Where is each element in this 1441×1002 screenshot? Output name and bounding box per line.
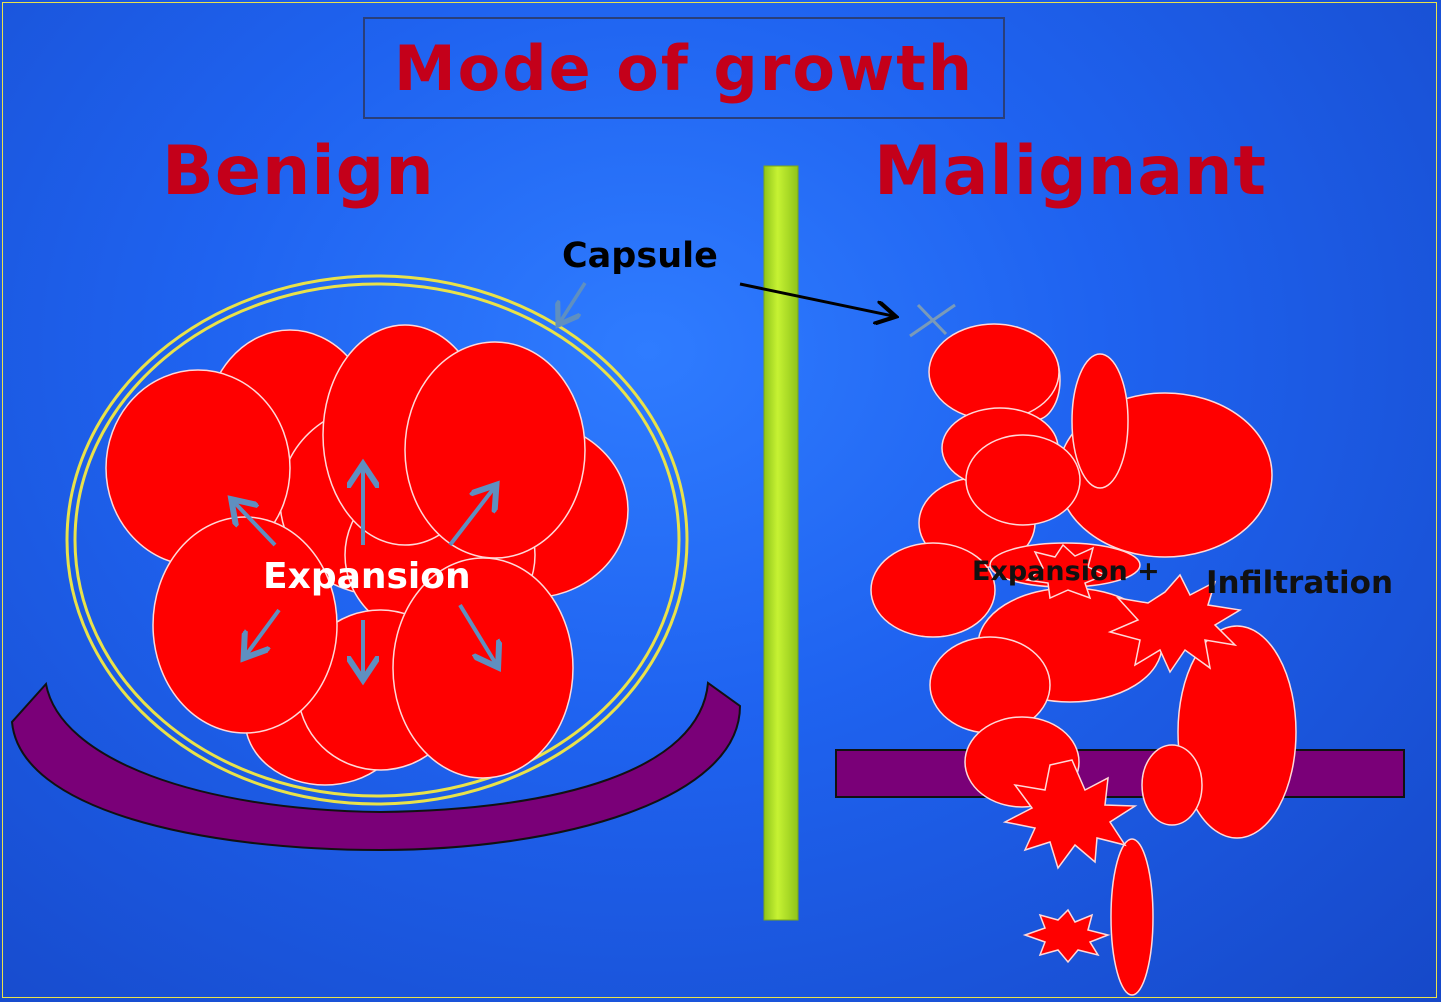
capsule-label: Capsule [562,236,718,276]
malignant-cell [1142,745,1202,825]
malignant-cell [966,435,1080,525]
benign-cell [153,517,337,733]
center-divider [764,166,798,920]
malignant-cell [1111,839,1153,995]
malignant-cell [1072,354,1128,488]
malignant-basement-membrane [836,750,1404,797]
malignant-cell-cluster [871,324,1296,995]
infiltration-label: Infiltration [1206,565,1393,601]
capsule-pointer-arrow [560,283,585,322]
capsule-pointer-arrow-black [740,284,893,316]
benign-expansion-label: Expansion [263,556,471,597]
starburst-icon [1025,910,1108,962]
benign-cell-cluster [106,325,628,785]
malignant-expansion-label: Expansion + [972,556,1160,587]
benign-cell [405,342,585,558]
capsule-absent-x-icon [910,305,955,336]
malignant-cell [929,324,1059,420]
